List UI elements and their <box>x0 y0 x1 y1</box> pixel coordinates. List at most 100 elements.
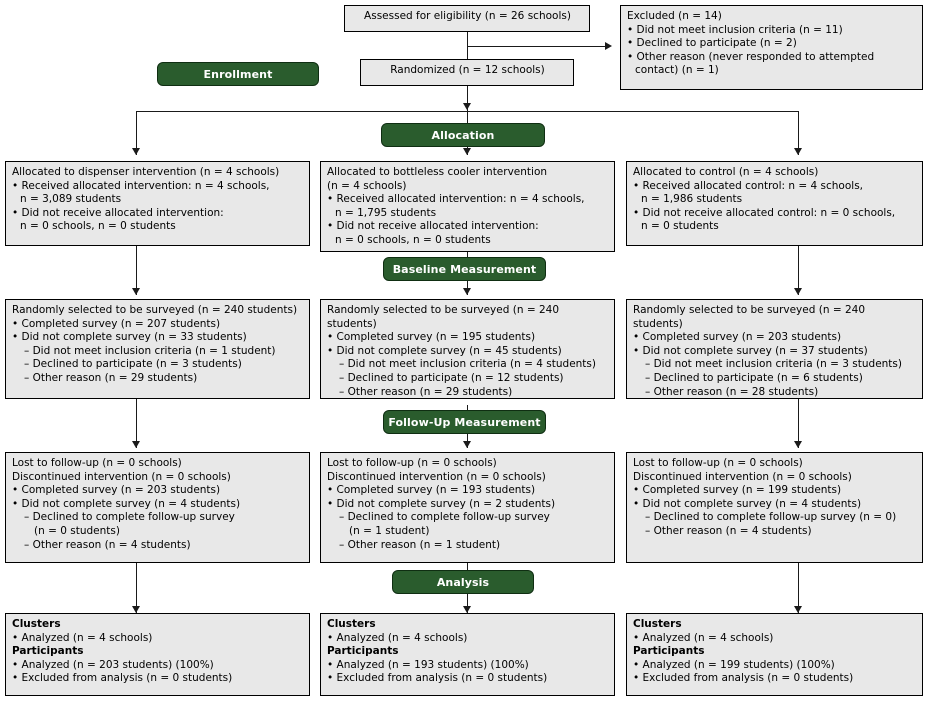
box-line: • Declined to participate (n = 2) <box>627 37 797 50</box>
box-line: (n = 4 schools) <box>327 179 407 192</box>
box-line: – Did not meet inclusion criteria (n = 1… <box>24 344 276 357</box>
arrow-baseline-right <box>793 288 802 295</box>
box-baseline-control: Randomly selected to be surveyed (n = 24… <box>626 299 923 399</box>
box-line: • Received allocated intervention: n = 4… <box>327 193 585 206</box>
box-line: • Excluded from analysis (n = 0 students… <box>633 672 854 685</box>
box-line: • Did not complete survey (n = 45 studen… <box>327 344 562 357</box>
box-line: • Analyzed (n = 199 students) (100%) <box>633 658 835 671</box>
box-line: • Analyzed (n = 193 students) (100%) <box>327 658 529 671</box>
box-line: Randomly selected to be surveyed (n = 24… <box>327 304 563 330</box>
stage-banner-allocation: Allocation <box>381 123 545 147</box>
box-line: • Analyzed (n = 203 students) (100%) <box>12 658 214 671</box>
box-line: • Received allocated control: n = 4 scho… <box>633 179 864 192</box>
arrow-to-excluded <box>605 42 612 50</box>
box-line: Lost to follow-up (n = 0 schools) <box>633 457 803 469</box>
connector-randomized-down <box>467 86 468 111</box>
box-line: • Analyzed (n = 4 schools) <box>633 631 774 644</box>
connector-bus-right <box>798 111 799 155</box>
box-line: • Did not meet inclusion criteria (n = 1… <box>627 23 843 36</box>
box-line: contact) (n = 1) <box>635 64 719 77</box>
box-line: • Did not complete survey (n = 37 studen… <box>633 344 868 357</box>
box-analysis-dispenser: Clusters• Analyzed (n = 4 schools)Partic… <box>5 613 310 696</box>
box-line: • Completed survey (n = 195 students) <box>327 331 536 344</box>
box-line: Allocated to bottleless cooler intervent… <box>327 166 548 178</box>
arrow-alloc-center <box>462 148 471 155</box>
box-line: • Did not complete survey (n = 2 student… <box>327 497 556 510</box>
box-line: Excluded (n = 14) <box>627 10 722 22</box>
box-line: • Other reason (never responded to attem… <box>627 50 875 63</box>
box-line: – Declined to participate (n = 6 student… <box>645 371 863 384</box>
box-line: Discontinued intervention (n = 0 schools… <box>12 470 231 483</box>
connector-alloc-baseline-left <box>136 246 137 295</box>
box-assessed-for-eligibility: Assessed for eligibility (n = 26 schools… <box>344 5 590 32</box>
box-line: Allocated to control (n = 4 schools) <box>633 166 819 178</box>
box-allocated-dispenser: Allocated to dispenser intervention (n =… <box>5 161 310 246</box>
box-line: – Declined to complete follow-up survey <box>24 511 235 524</box>
box-line: Lost to follow-up (n = 0 schools) <box>327 457 497 469</box>
arrow-followup-right <box>793 441 802 448</box>
box-line: • Did not complete survey (n = 4 student… <box>633 497 862 510</box>
box-line: • Excluded from analysis (n = 0 students… <box>327 672 548 685</box>
box-line: – Declined to participate (n = 3 student… <box>24 358 242 371</box>
box-baseline-dispenser: Randomly selected to be surveyed (n = 24… <box>5 299 310 399</box>
box-line: n = 1,795 students <box>335 206 437 219</box>
box-line: (n = 0 students) <box>34 524 120 537</box>
box-line: Participants <box>12 645 84 658</box>
arrow-analysis-left <box>131 606 140 613</box>
box-allocated-control: Allocated to control (n = 4 schools)• Re… <box>626 161 923 246</box>
box-line: – Other reason (n = 29 students) <box>24 371 198 384</box>
arrow-alloc-left <box>131 148 140 155</box>
stage-banner-followup: Follow-Up Measurement <box>383 410 546 434</box>
box-followup-control: Lost to follow-up (n = 0 schools)Discont… <box>626 452 923 563</box>
box-line: Randomized (n = 12 schools) <box>390 64 545 76</box>
arrow-followup-center <box>462 441 471 448</box>
box-line: • Excluded from analysis (n = 0 students… <box>12 672 233 685</box>
box-line: Clusters <box>633 618 682 630</box>
box-line: Participants <box>633 645 705 658</box>
box-line: – Other reason (n = 4 students) <box>645 524 812 537</box>
connector-alloc-baseline-right <box>798 246 799 295</box>
connector-assessed-to-excluded <box>467 46 607 47</box>
box-line: Randomly selected to be surveyed (n = 24… <box>633 304 869 330</box>
box-excluded: Excluded (n = 14)• Did not meet inclusio… <box>620 5 923 90</box>
box-baseline-cooler: Randomly selected to be surveyed (n = 24… <box>320 299 615 399</box>
box-line: • Completed survey (n = 193 students) <box>327 484 536 497</box>
connector-baseline-followup-right <box>798 399 799 448</box>
box-line: • Did not complete survey (n = 4 student… <box>12 497 241 510</box>
box-line: – Did not meet inclusion criteria (n = 3… <box>645 358 902 371</box>
arrow-baseline-left <box>131 288 140 295</box>
arrow-followup-left <box>131 441 140 448</box>
box-line: • Completed survey (n = 199 students) <box>633 484 842 497</box>
stage-banner-enrollment: Enrollment <box>157 62 319 86</box>
box-analysis-cooler: Clusters• Analyzed (n = 4 schools)Partic… <box>320 613 615 696</box>
box-line: Discontinued intervention (n = 0 schools… <box>327 470 546 483</box>
box-line: n = 0 schools, n = 0 students <box>20 220 176 233</box>
arrow-alloc-right <box>793 148 802 155</box>
box-followup-dispenser: Lost to follow-up (n = 0 schools)Discont… <box>5 452 310 563</box>
box-line: – Declined to complete follow-up survey … <box>645 511 897 524</box>
box-analysis-control: Clusters• Analyzed (n = 4 schools)Partic… <box>626 613 923 696</box>
box-line: • Analyzed (n = 4 schools) <box>12 631 153 644</box>
connector-followup-analysis-right <box>798 563 799 613</box>
box-line: • Did not complete survey (n = 33 studen… <box>12 331 247 344</box>
box-line: • Did not receive allocated intervention… <box>12 206 224 219</box>
connector-followup-analysis-left <box>136 563 137 613</box>
box-line: Assessed for eligibility (n = 26 schools… <box>364 10 571 22</box>
box-allocated-cooler: Allocated to bottleless cooler intervent… <box>320 161 615 252</box>
box-line: Allocated to dispenser intervention (n =… <box>12 166 280 178</box>
box-line: n = 0 students <box>641 220 719 233</box>
box-line: n = 0 schools, n = 0 students <box>335 233 491 246</box>
box-line: • Analyzed (n = 4 schools) <box>327 631 468 644</box>
box-line: – Other reason (n = 1 student) <box>339 538 501 551</box>
box-line: – Other reason (n = 29 students) <box>339 385 513 398</box>
box-line: – Declined to participate (n = 12 studen… <box>339 371 564 384</box>
box-line: • Completed survey (n = 203 students) <box>633 331 842 344</box>
box-randomized: Randomized (n = 12 schools) <box>360 59 574 86</box>
box-line: Clusters <box>12 618 61 630</box>
box-line: • Did not receive allocated control: n =… <box>633 206 896 219</box>
box-line: Participants <box>327 645 399 658</box>
box-followup-cooler: Lost to follow-up (n = 0 schools)Discont… <box>320 452 615 563</box>
box-line: Discontinued intervention (n = 0 schools… <box>633 470 852 483</box>
box-line: – Other reason (n = 28 students) <box>645 385 819 398</box>
